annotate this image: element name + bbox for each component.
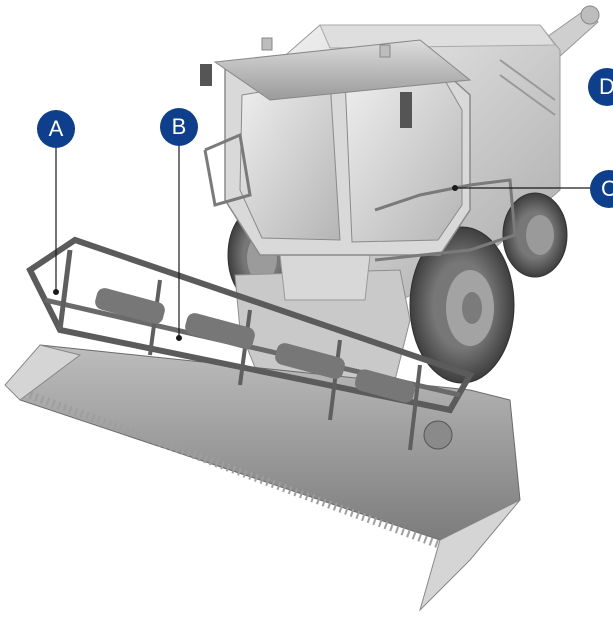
leader-lines — [53, 127, 592, 341]
callout-c: C — [590, 170, 613, 208]
header — [4, 236, 521, 612]
callout-b: B — [160, 108, 198, 146]
rear-wheel — [502, 192, 568, 278]
callout-a: A — [37, 110, 75, 148]
cab — [200, 37, 517, 262]
callout-d: D — [588, 68, 613, 106]
